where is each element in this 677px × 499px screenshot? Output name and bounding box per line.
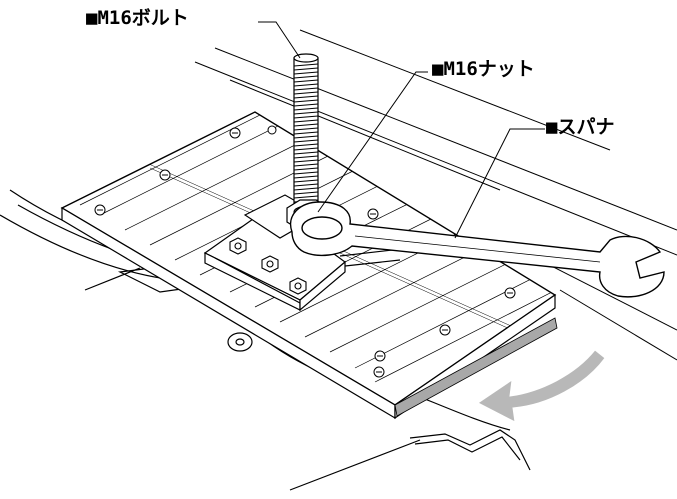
bolt-thread [293,91,319,95]
bolt-thread [293,123,319,127]
board-screw [504,287,516,299]
bolt-thread [293,75,319,79]
bolt-thread [293,159,319,163]
bolt-thread [293,147,319,151]
bolt-label: ■M16ボルト [86,7,189,29]
bolt-thread [293,135,319,139]
leader-bolt [258,21,301,59]
bolt-thread [293,139,319,143]
bolt-thread [293,195,319,199]
board-screw [229,127,241,139]
bolt-thread [293,155,319,159]
bolt-thread [293,115,319,119]
bolt-thread [293,83,319,87]
rotation-arrow [477,349,606,423]
bolt-thread [293,143,319,147]
bolt-thread [293,131,319,135]
bracket-bolt [289,277,307,295]
bolt-thread [293,99,319,103]
bolt-thread [293,67,319,71]
bolt-thread [293,175,319,179]
bolt-thread [293,87,319,91]
board-screw [267,125,277,135]
bolt-thread [293,191,319,195]
bolt-thread [293,63,319,67]
bolt-thread [293,163,319,167]
leader-nut [317,71,428,213]
bolt-thread [293,179,319,183]
bolt-thread [293,71,319,75]
board-screw [439,324,451,336]
leader-spanner [454,128,545,239]
bolt-thread [293,107,319,111]
board-screw [159,169,171,181]
background-rails [194,29,677,361]
nut-label: ■M16ナット [432,58,535,80]
spanner [289,201,665,298]
bolt-thread [293,187,319,191]
bolt-thread [293,103,319,107]
board-screw [374,350,386,362]
bolt-thread [293,95,319,99]
leader-lines [258,21,545,239]
loose-washer [227,332,253,352]
threaded-bolt [293,53,319,217]
shim-strip [394,317,558,417]
bracket-bolt [229,237,247,255]
bolt-thread [293,171,319,175]
bolt-thread [293,167,319,171]
board-screw [94,204,106,216]
bolt-thread [293,119,319,123]
bolt-thread [293,111,319,115]
spanner-label: ■スパナ [546,116,615,138]
board-screw [367,208,379,220]
bracket-bolt [261,255,279,273]
board-screw [373,366,385,378]
bolt-thread [293,127,319,131]
bolt-thread [293,183,319,187]
bolt-thread [293,79,319,83]
bolt-thread [293,151,319,155]
